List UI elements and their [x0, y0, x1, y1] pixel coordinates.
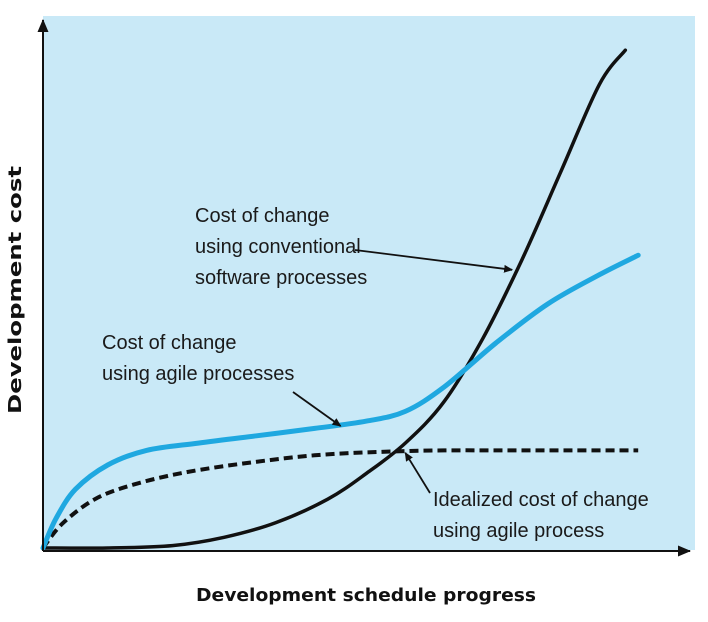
annotation-agile-line-1: Cost of change [102, 332, 237, 354]
annotation-arrow-agile [292, 391, 342, 427]
series-line-idealized [41, 448, 639, 550]
annotation-agile-line-2: using agile processes [102, 363, 294, 385]
series-line-agile [40, 252, 641, 551]
series-layer [40, 48, 641, 551]
annotation-conventional-line-1: Cost of change [195, 205, 330, 227]
annotation-idealized: Idealized cost of change using agile proc… [433, 489, 649, 542]
annotation-arrow-conventional [354, 249, 514, 273]
annotation-idealized-line-1: Idealized cost of change [433, 489, 649, 511]
annotation-conventional-line-3: software processes [195, 267, 367, 289]
annotation-idealized-line-2: using agile process [433, 520, 604, 542]
y-axis-label: Development cost [5, 165, 26, 414]
x-axis-label: Development schedule progress [196, 585, 536, 606]
annotation-arrow-idealized [404, 451, 431, 494]
annotation-conventional-line-2: using conventional [195, 236, 361, 258]
annotation-conventional: Cost of change using conventional software… [195, 205, 367, 289]
annotation-layer: Cost of change using conventional software… [102, 205, 649, 542]
annotation-agile: Cost of change using agile processes [102, 332, 294, 385]
